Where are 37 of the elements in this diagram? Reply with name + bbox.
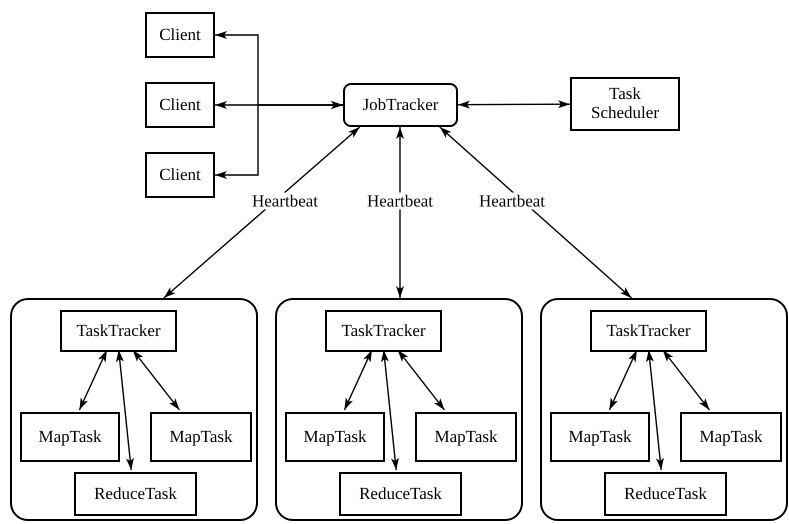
arrow: [458, 100, 570, 109]
arrow: [215, 101, 343, 179]
arrow: [344, 350, 373, 410]
client-box: Client: [145, 152, 215, 198]
tasktracker-box: TaskTracker: [60, 310, 177, 352]
jobtracker-box: JobTracker: [343, 83, 458, 127]
tasktracker-group: [10, 298, 258, 521]
reducetask-box: ReduceTask: [604, 472, 727, 516]
tasktracker-group: [275, 298, 523, 521]
maptask-box: MapTask: [20, 412, 120, 462]
arrow: [662, 350, 710, 410]
maptask-box: MapTask: [680, 412, 782, 462]
tasktracker-box: TaskTracker: [590, 310, 707, 352]
maptask-box: MapTask: [150, 412, 252, 462]
scheduler-box: Task Scheduler: [570, 77, 680, 131]
arrow: [396, 127, 404, 298]
reducetask-box: ReduceTask: [74, 472, 197, 516]
arrow: [116, 350, 134, 470]
edge-label: Heartbeat: [250, 192, 320, 210]
client-box: Client: [145, 82, 215, 128]
edge-label: Heartbeat: [476, 192, 548, 210]
tasktracker-group: [540, 298, 788, 521]
arrow: [380, 350, 399, 470]
arrow: [646, 350, 664, 470]
arrow: [163, 126, 360, 299]
arrow: [608, 350, 638, 410]
maptask-box: MapTask: [415, 412, 517, 462]
edge-label: Heartbeat: [364, 192, 436, 210]
maptask-box: MapTask: [550, 412, 650, 462]
maptask-box: MapTask: [285, 412, 385, 462]
arrow: [439, 126, 632, 299]
reducetask-box: ReduceTask: [339, 472, 462, 516]
client-box: Client: [145, 12, 215, 58]
arrow: [397, 350, 446, 410]
arrow: [132, 350, 180, 410]
tasktracker-box: TaskTracker: [325, 310, 442, 352]
arrow: [78, 350, 108, 410]
